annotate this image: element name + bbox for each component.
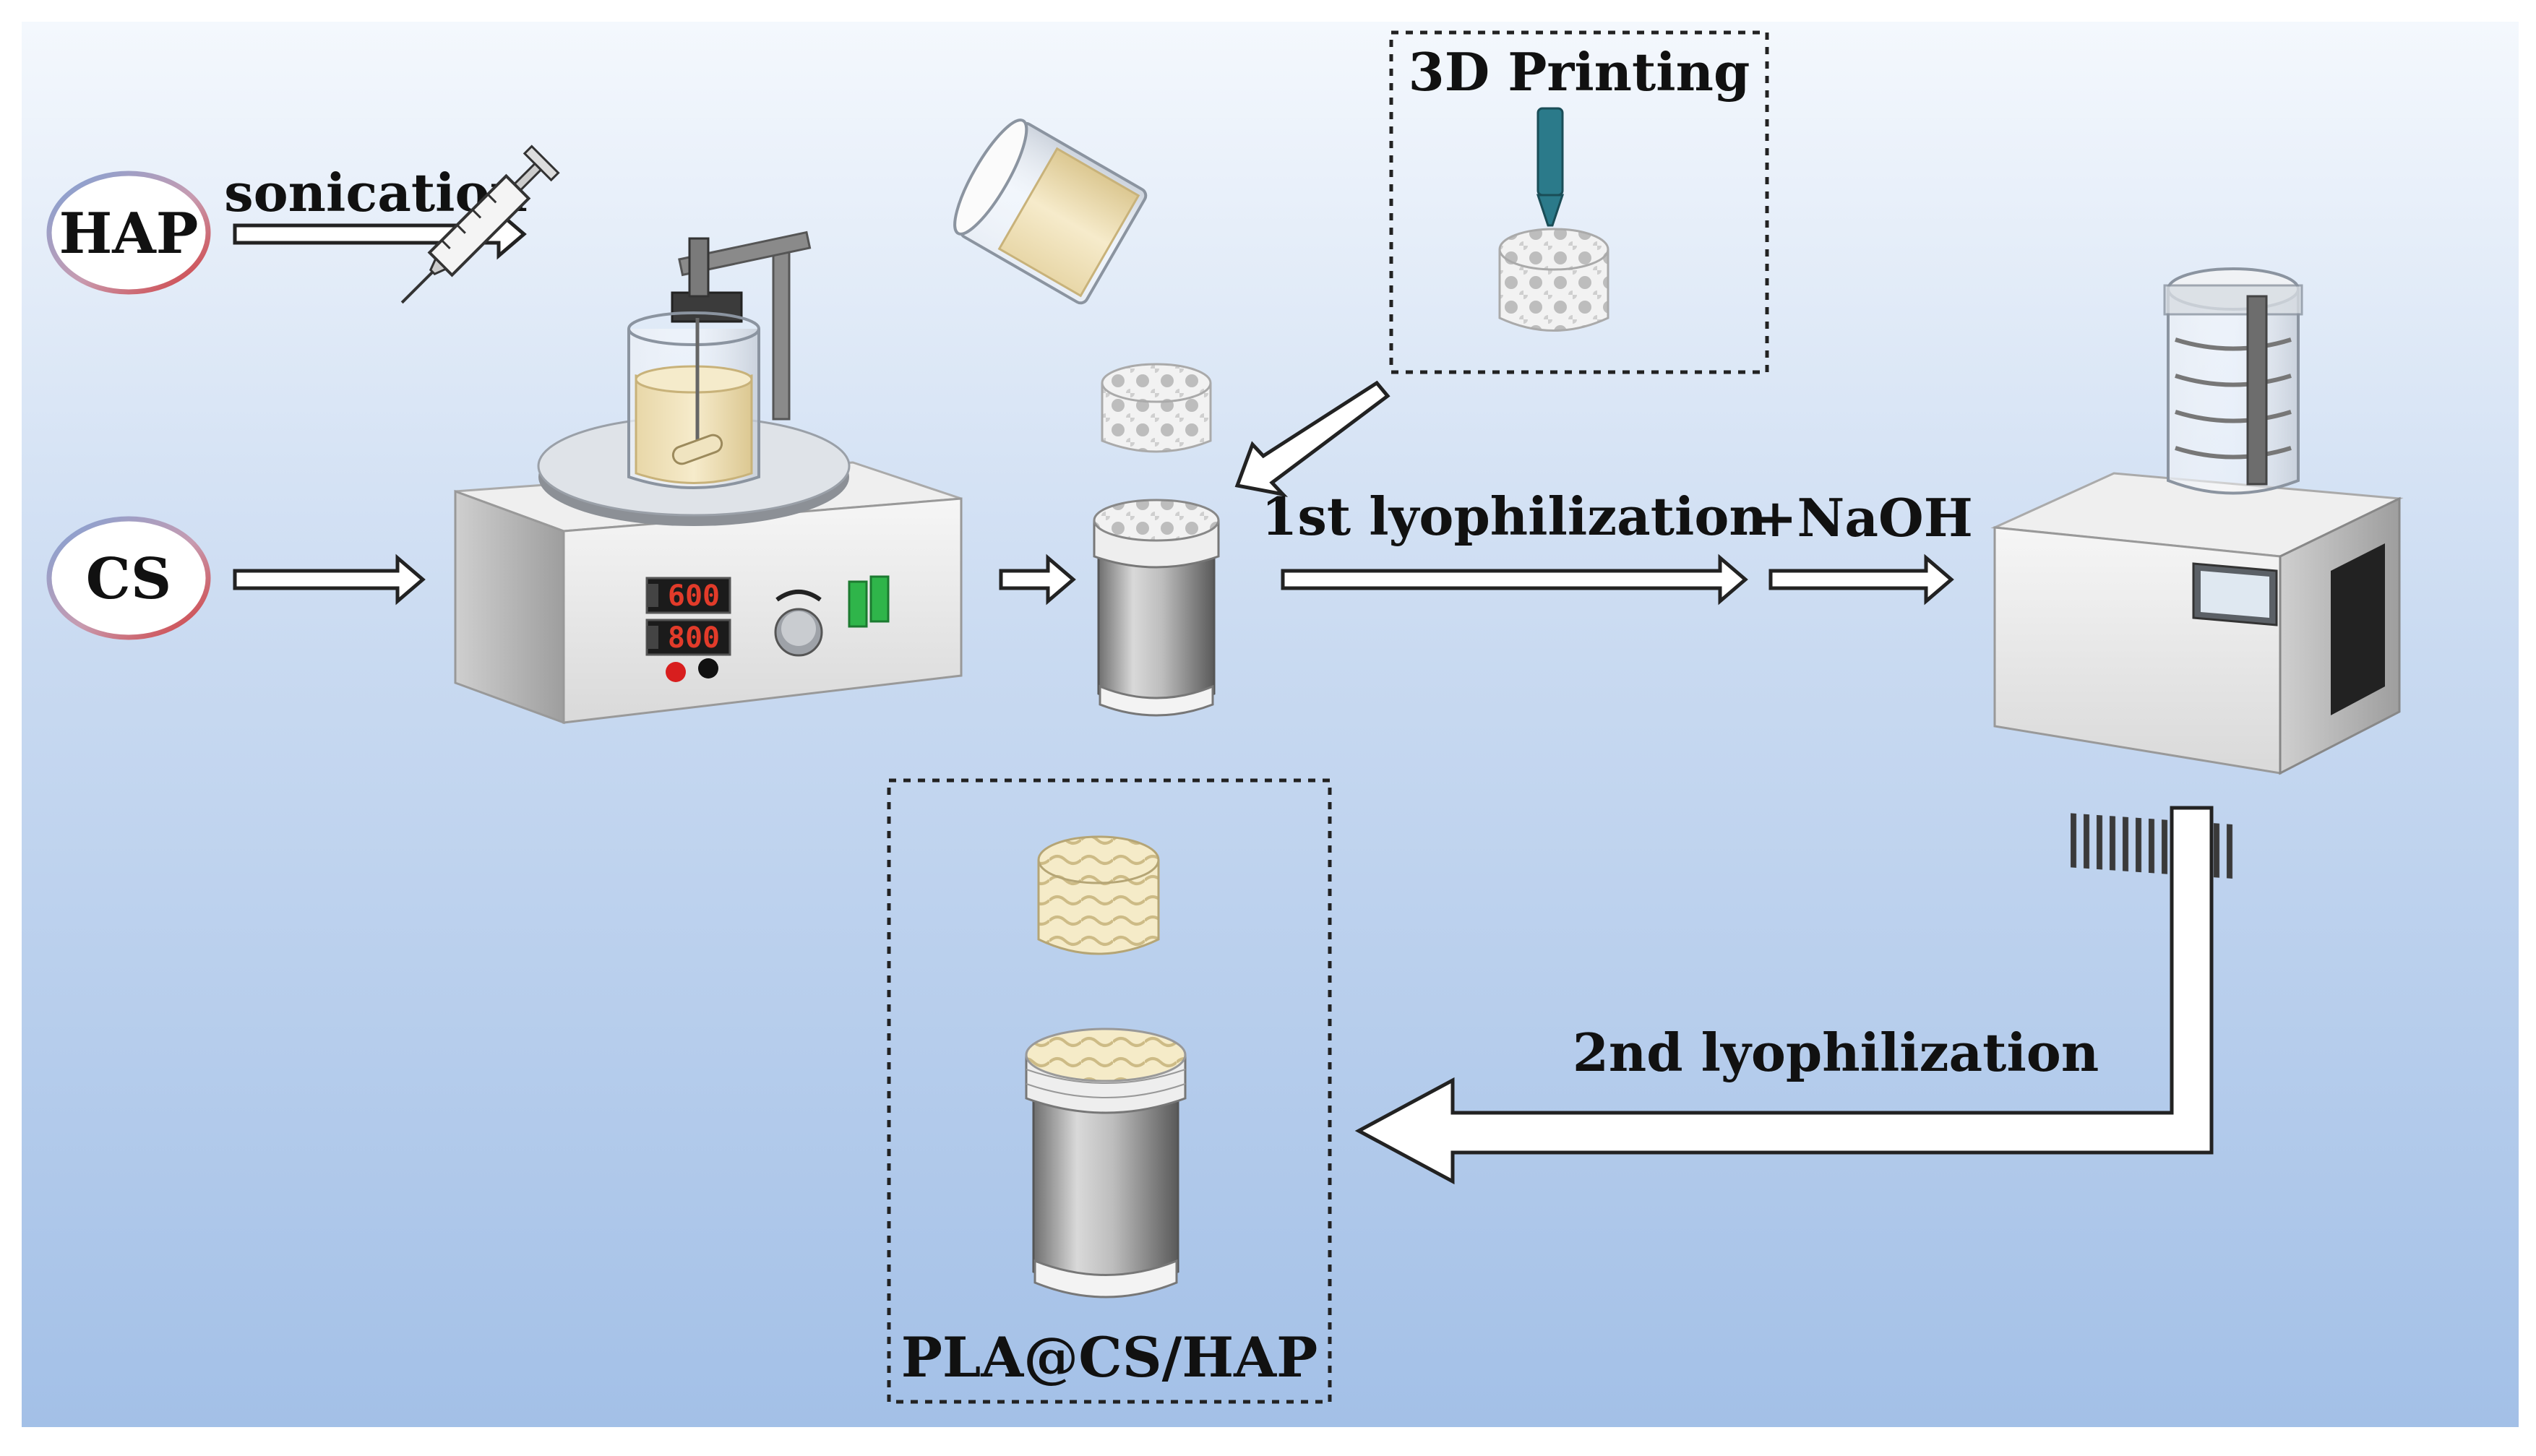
naoh-arrow — [1768, 553, 1954, 606]
printing-label: 3D Printing — [1409, 41, 1750, 103]
lyo1-label: 1st lyophilization — [1261, 486, 1766, 547]
display-bottom-value: 800 — [668, 621, 720, 655]
green-switch-1 — [848, 580, 868, 628]
freeze-dryer — [1990, 267, 2404, 879]
cs-node: CS — [46, 516, 211, 640]
product-mold-cup — [1025, 1028, 1187, 1298]
printed-scaffold — [1498, 228, 1609, 332]
pouring-beaker — [953, 119, 1148, 305]
cs-label: CS — [86, 546, 171, 612]
hap-label: HAP — [59, 201, 199, 267]
syringe-icon — [400, 145, 560, 304]
stirrer-to-scaffold-arrow — [999, 553, 1076, 606]
display-bottom — [645, 619, 731, 656]
cs-arrow — [233, 553, 426, 606]
printer-nozzle-icon — [1536, 107, 1565, 227]
naoh-label: +NaOH — [1753, 487, 1973, 548]
composite-scaffold — [1037, 835, 1160, 955]
display-top-value: 600 — [668, 580, 720, 613]
display-top — [645, 577, 731, 614]
return-arrow — [1354, 806, 2214, 1185]
product-panel: PLA@CS/HAP — [887, 778, 1332, 1404]
product-label: PLA@CS/HAP — [901, 1325, 1318, 1390]
pla-scaffold — [1101, 363, 1212, 453]
mold-cup — [1093, 499, 1220, 717]
lyo1-arrow — [1281, 553, 1748, 606]
printing-arrow — [1234, 380, 1390, 497]
black-button — [698, 658, 718, 679]
3d-printing-panel: 3D Printing — [1389, 30, 1769, 374]
green-switch-2 — [869, 575, 890, 623]
hap-node: HAP — [46, 171, 211, 295]
magnetic-stirrer: 600 800 — [454, 231, 963, 725]
red-button — [666, 662, 686, 682]
lyo2-label: 2nd lyophilization — [1573, 1022, 2099, 1083]
